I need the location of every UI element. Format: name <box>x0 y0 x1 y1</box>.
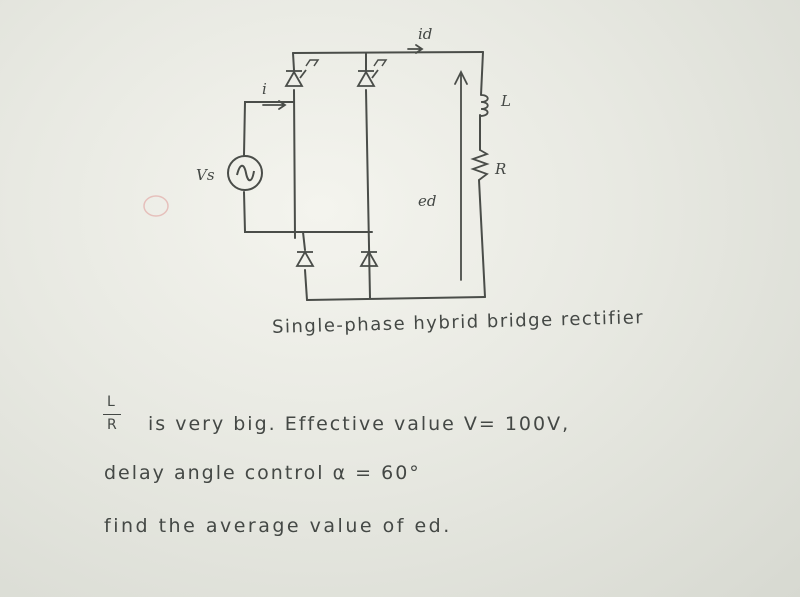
voltage-ed-arrow-icon <box>454 69 468 281</box>
label-i: i <box>262 80 267 98</box>
l-over-r-fraction: L R <box>101 394 123 438</box>
problem-line-1: is very big. Effective value V= 100V, <box>148 413 571 435</box>
left-diode-leg-wire <box>302 231 308 301</box>
label-vs: Vs <box>196 166 215 184</box>
current-i-arrow-icon <box>262 100 287 110</box>
top-rail-wire <box>292 51 484 54</box>
current-id-arrow-icon <box>407 44 424 54</box>
label-ed: ed <box>418 192 437 210</box>
problem-line-2: delay angle control α = 60° <box>104 462 421 484</box>
inductor-icon <box>479 94 489 117</box>
fraction-bar <box>103 414 121 415</box>
load-rail-wire <box>478 51 486 298</box>
middle-thyristor-leg-wire <box>365 52 371 299</box>
problem-line-3: find the average value of ed. <box>104 515 452 537</box>
diode-1-icon <box>295 250 315 267</box>
fraction-numerator: L <box>107 394 115 410</box>
source-loop-wire <box>243 101 373 233</box>
gate-signal-2-icon <box>373 59 388 67</box>
gate-signal-1-icon <box>305 59 320 67</box>
label-r: R <box>495 160 507 178</box>
ac-source-icon <box>227 155 263 191</box>
label-id: id <box>418 25 433 43</box>
thyristor-2-icon <box>356 69 379 87</box>
bottom-rail-wire <box>306 296 486 301</box>
diode-2-icon <box>359 250 379 267</box>
label-l: L <box>501 92 511 110</box>
thyristor-1-icon <box>284 69 307 87</box>
left-thyristor-leg-wire <box>292 52 296 239</box>
resistor-icon <box>470 149 490 181</box>
fraction-denominator: R <box>107 417 117 433</box>
ink-smudge <box>143 195 169 217</box>
